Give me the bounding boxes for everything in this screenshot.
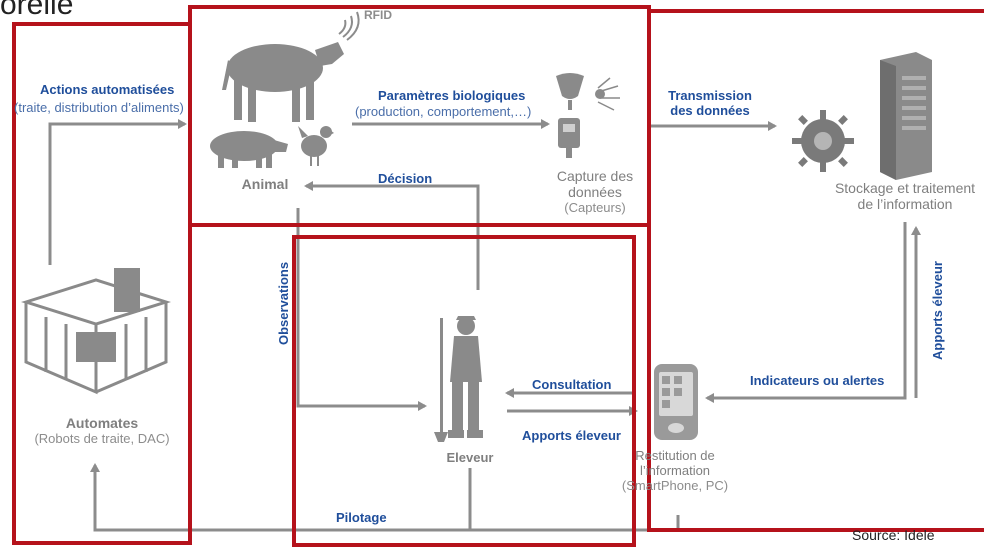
capture-sub: (Capteurs) — [564, 200, 626, 215]
params-label: Paramètres biologiques — [378, 88, 526, 103]
restitution-label: Restitution de l’information (SmartPhone… — [600, 448, 750, 493]
automates-label: Automates (Robots de traite, DAC) — [14, 415, 190, 446]
restitution-label-line2: l’information — [639, 463, 711, 478]
title-fragment: orelle — [0, 0, 74, 21]
rfid-label: RFID — [364, 8, 392, 22]
transmission-line1: Transmission — [668, 88, 752, 103]
cow-icon — [222, 42, 344, 122]
automates-label-main: Automates — [65, 415, 139, 431]
params-sub: (production, comportement,…) — [355, 104, 532, 119]
actions-label: Actions automatisées — [40, 82, 175, 97]
apports-horizontal-label: Apports éleveur — [522, 428, 621, 443]
stockage-label-line2: de l’information — [857, 196, 953, 212]
actions-sub: (traite, distribution d’aliments) — [14, 100, 184, 115]
transmission-label: Transmission des données — [660, 88, 760, 118]
server-icon — [880, 52, 932, 180]
stockage-label-line1: Stockage et traitement — [834, 180, 976, 196]
farmer-icon — [434, 316, 483, 442]
frame-stockage — [647, 9, 984, 532]
arrow-observations — [296, 208, 427, 411]
capture-label-line2: données — [568, 184, 622, 200]
rfid-waves-icon — [338, 11, 360, 41]
eleveur-label: Eleveur — [446, 450, 494, 465]
pilotage-label: Pilotage — [336, 510, 387, 525]
automates-sub: (Robots de traite, DAC) — [34, 431, 170, 446]
decision-label: Décision — [378, 171, 433, 186]
consultation-label: Consultation — [532, 377, 612, 392]
transmission-line2: des données — [670, 103, 750, 118]
frame-lower-left-border — [188, 223, 192, 545]
sensor-icon — [556, 73, 620, 158]
pig-icon — [210, 131, 288, 168]
robot-milking-icon — [20, 268, 172, 395]
gear-icon — [792, 110, 854, 172]
arrow-indicateurs — [705, 222, 907, 403]
stockage-label: Stockage et traitement de l’information — [820, 180, 984, 212]
indicateurs-label: Indicateurs ou alertes — [750, 373, 885, 388]
smartphone-icon — [654, 364, 698, 440]
animal-label: Animal — [241, 176, 289, 192]
arrow-decision — [304, 181, 480, 290]
restitution-label-line1: Restitution de — [635, 448, 715, 463]
arrow-pilotage — [90, 463, 472, 532]
restitution-sub: (SmartPhone, PC) — [621, 478, 729, 493]
observations-label: Observations — [276, 261, 291, 345]
source-note: Source: Idele — [852, 527, 935, 543]
capture-label: Capture des données (Capteurs) — [540, 168, 650, 215]
apports-vertical-label: Apports éleveur — [930, 261, 945, 360]
arrow-actions — [48, 119, 187, 265]
capture-label-line1: Capture des — [556, 168, 634, 184]
hen-icon — [298, 126, 334, 166]
